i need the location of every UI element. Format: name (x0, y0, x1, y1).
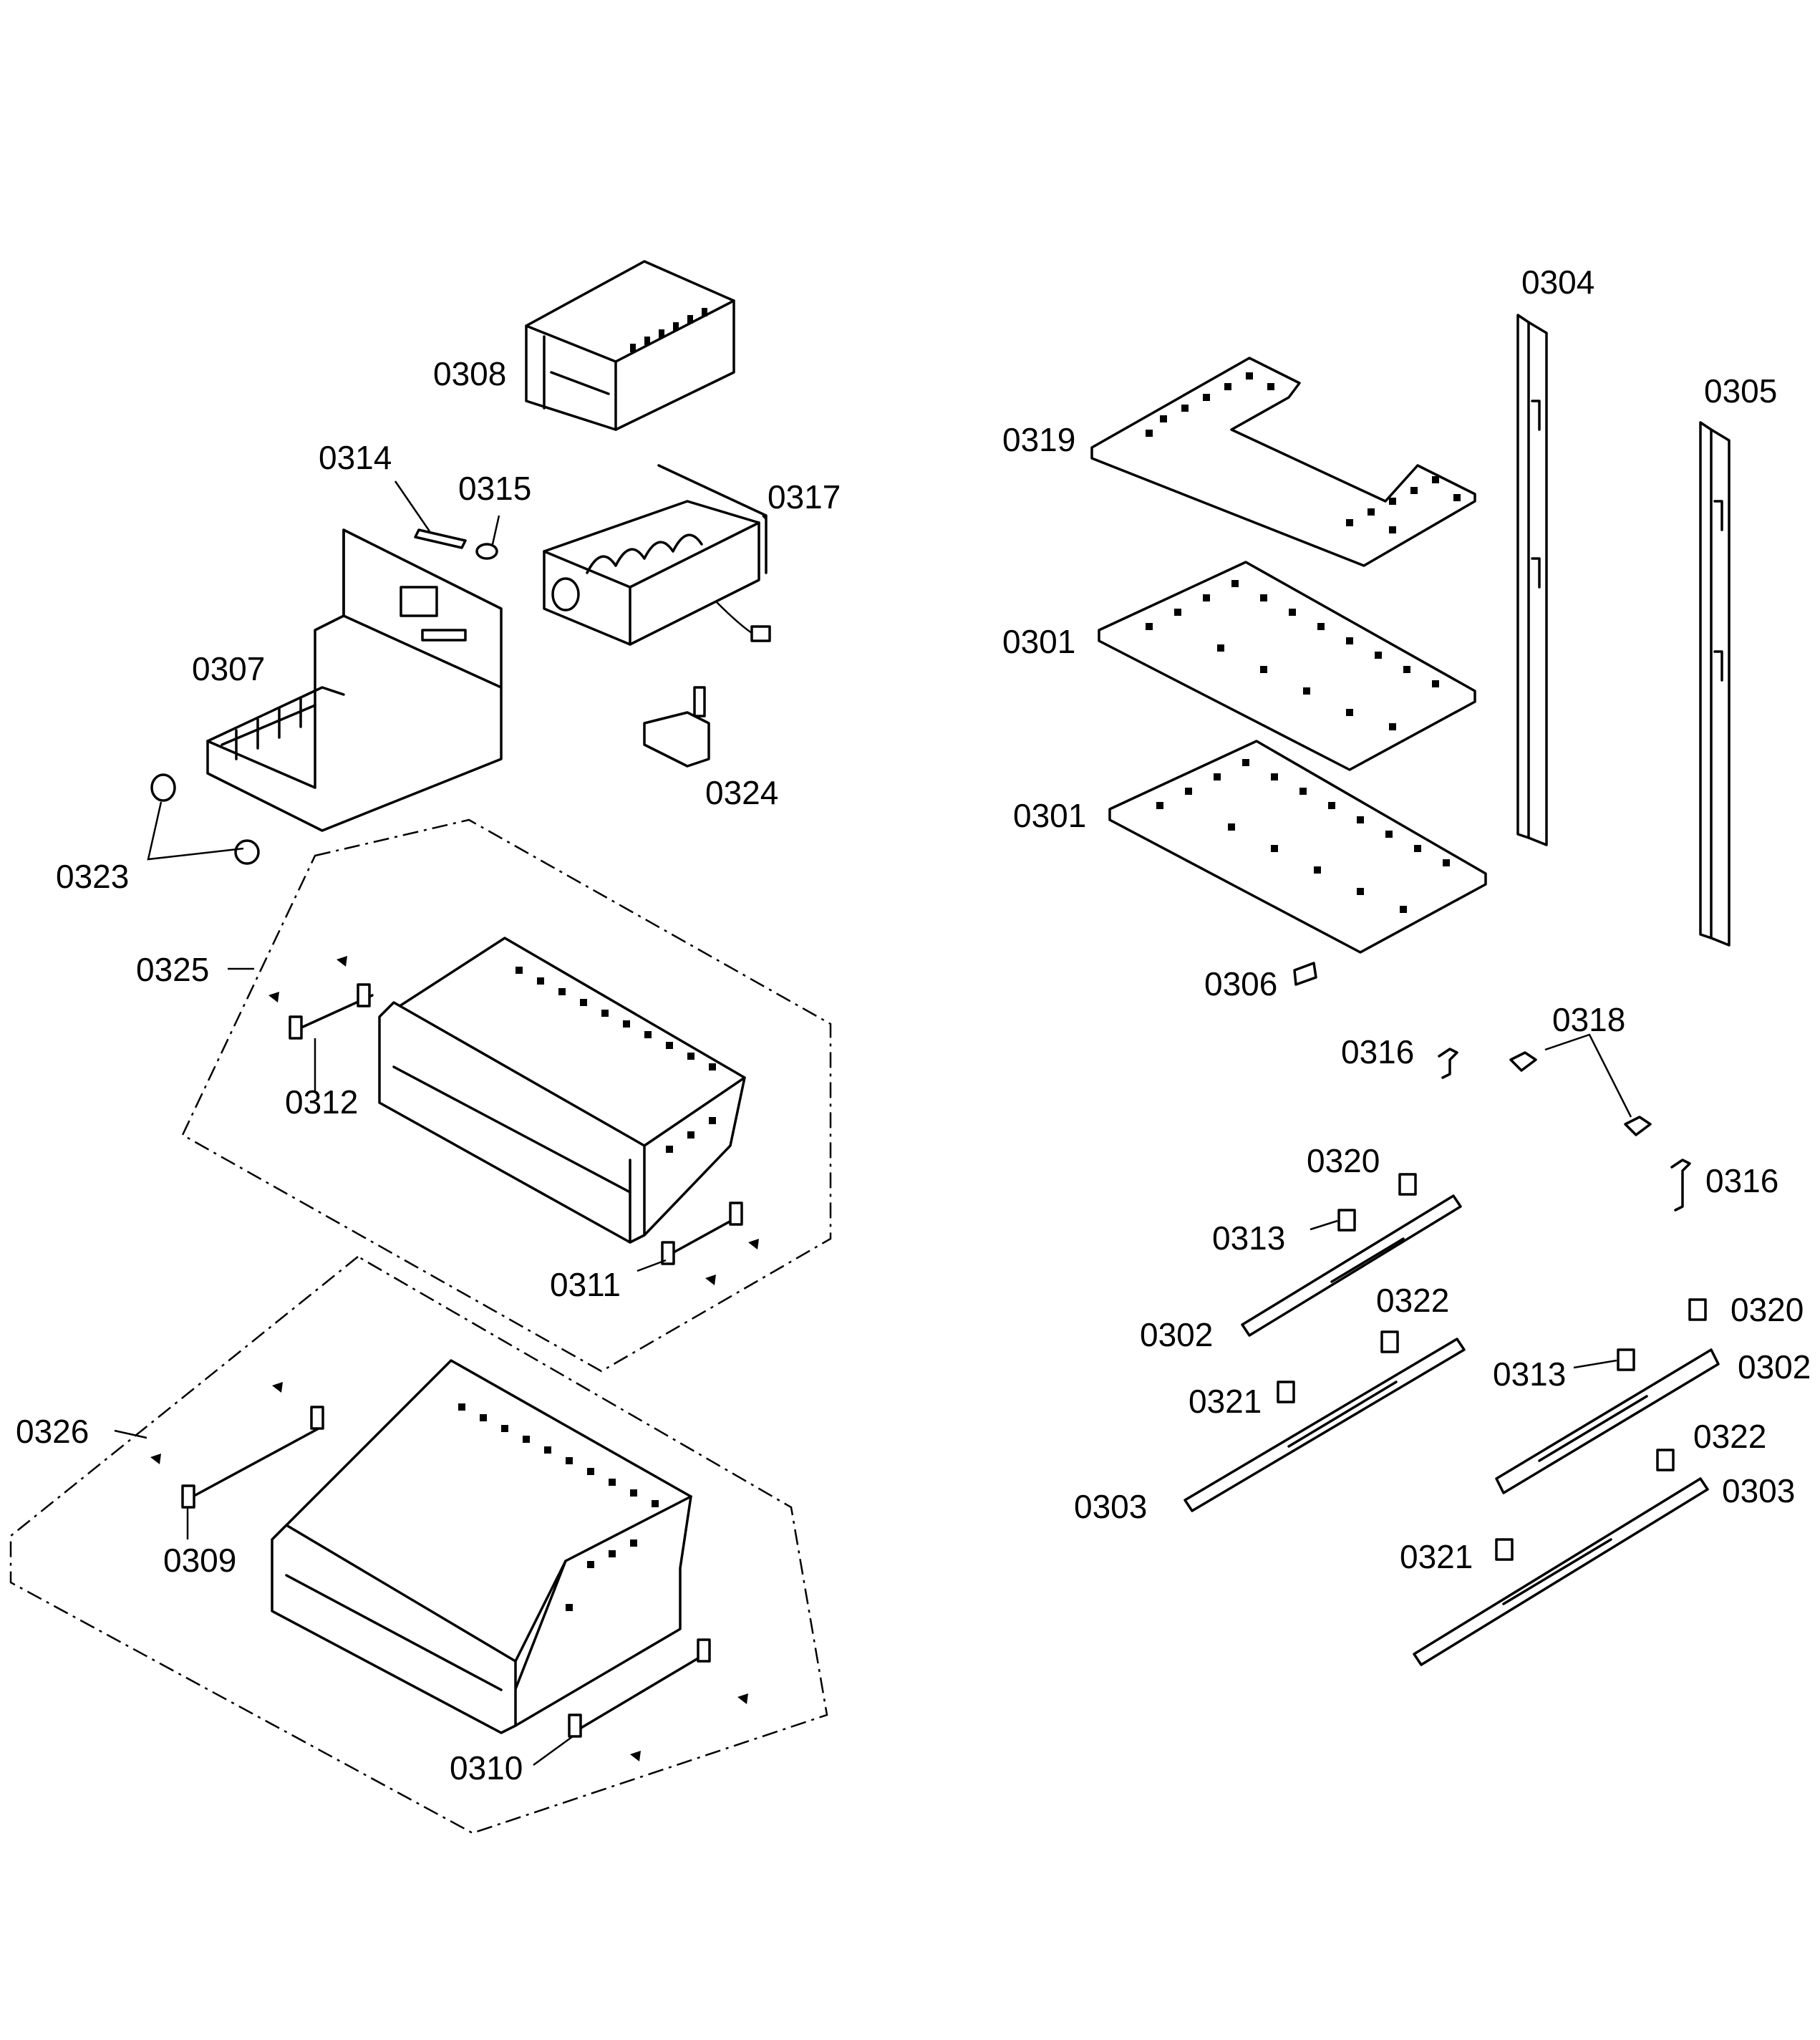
part-0302-slide-b (1495, 1348, 1720, 1494)
callout-0311: 0311 (550, 1266, 621, 1303)
callout-0310: 0310 (450, 1749, 523, 1787)
screws-0325 (268, 956, 759, 1285)
part-0316-clip-a (1438, 1048, 1458, 1079)
group-0325-outline (181, 818, 832, 1373)
callout-0318: 0318 (1552, 1001, 1625, 1038)
group-0326-outline (9, 1255, 828, 1834)
part-0325-basket-upper (378, 937, 746, 1244)
part-0303-slide-b (1413, 1477, 1709, 1666)
part-0313-clip-b (1617, 1348, 1635, 1371)
part-0304-rail (1516, 314, 1548, 846)
part-0320-clip-a (1398, 1173, 1417, 1196)
callout-0301-upper: 0301 (1002, 623, 1075, 660)
callout-0322-left: 0322 (1376, 1282, 1449, 1319)
callout-0302-right: 0302 (1738, 1348, 1811, 1386)
part-0317-ice-maker (543, 464, 771, 646)
callout-0315: 0315 (458, 470, 531, 507)
callout-0317: 0317 (768, 478, 841, 516)
part-0315-washer (475, 543, 498, 560)
callout-0309: 0309 (163, 1542, 236, 1579)
part-0323-caps (150, 773, 260, 865)
callout-0316-left: 0316 (1341, 1033, 1414, 1070)
part-0324-bracket (643, 686, 710, 768)
part-0309-rail (181, 1406, 324, 1509)
part-0321-clip-a (1277, 1381, 1295, 1403)
callout-0306: 0306 (1204, 965, 1277, 1002)
callout-0319: 0319 (1002, 421, 1075, 458)
callout-0321-right: 0321 (1400, 1538, 1473, 1575)
callout-0304: 0304 (1521, 264, 1594, 301)
callout-0324: 0324 (705, 774, 778, 811)
part-0321-clip-b (1495, 1538, 1514, 1561)
part-0308-drawer (525, 260, 735, 431)
part-0316-clip-b (1670, 1159, 1691, 1212)
callout-0303-right: 0303 (1722, 1472, 1795, 1509)
part-0312-rail (289, 983, 374, 1040)
part-0302-slide-a (1241, 1194, 1462, 1337)
callout-0307: 0307 (192, 650, 265, 687)
callout-0320-right: 0320 (1731, 1291, 1804, 1328)
basket-holes-upper (515, 967, 716, 1153)
callout-0308: 0308 (433, 355, 506, 392)
part-0305-rail (1699, 421, 1731, 947)
part-0306-clip (1293, 962, 1317, 986)
part-0313-clip-a (1337, 1209, 1356, 1232)
part-0301-shelf-upper (1098, 561, 1476, 771)
part-0310-rail (568, 1638, 711, 1738)
callout-0316-right: 0316 (1705, 1162, 1778, 1199)
part-0311-rail (661, 1202, 743, 1265)
callout-0312: 0312 (285, 1083, 358, 1121)
part-0303-slide-a (1184, 1338, 1466, 1512)
callout-labels: 0308 0314 0315 0317 0307 0324 0323 0325 … (16, 264, 1811, 1787)
part-0318-clips (1509, 1051, 1652, 1136)
callout-0313-left: 0313 (1212, 1219, 1285, 1257)
leader-lines (114, 480, 1632, 1766)
callout-0314: 0314 (319, 439, 392, 476)
part-0301-shelf-lower (1108, 740, 1487, 954)
callout-0302-left: 0302 (1140, 1316, 1213, 1353)
callout-0305: 0305 (1704, 372, 1777, 410)
part-0322-clip-b (1656, 1449, 1675, 1471)
callout-0313-right: 0313 (1493, 1355, 1566, 1393)
screws-0326 (150, 1382, 748, 1761)
part-0322-clip-a (1380, 1330, 1399, 1353)
part-0314-strip (414, 528, 467, 549)
callout-0320-left: 0320 (1307, 1142, 1380, 1179)
callout-0325: 0325 (136, 951, 209, 988)
callout-0326: 0326 (16, 1413, 89, 1450)
part-0320-clip-b (1688, 1298, 1707, 1321)
callout-0323: 0323 (56, 858, 129, 895)
part-0326-basket-lower (271, 1359, 692, 1734)
part-0307-bracket (206, 528, 503, 832)
callout-0321-left: 0321 (1189, 1383, 1262, 1420)
basket-holes-lower (458, 1403, 659, 1611)
callout-0322-right: 0322 (1693, 1418, 1766, 1455)
callout-0303-left: 0303 (1074, 1488, 1147, 1525)
part-0319-shelf (1090, 357, 1476, 567)
callout-0301-lower: 0301 (1013, 797, 1086, 834)
